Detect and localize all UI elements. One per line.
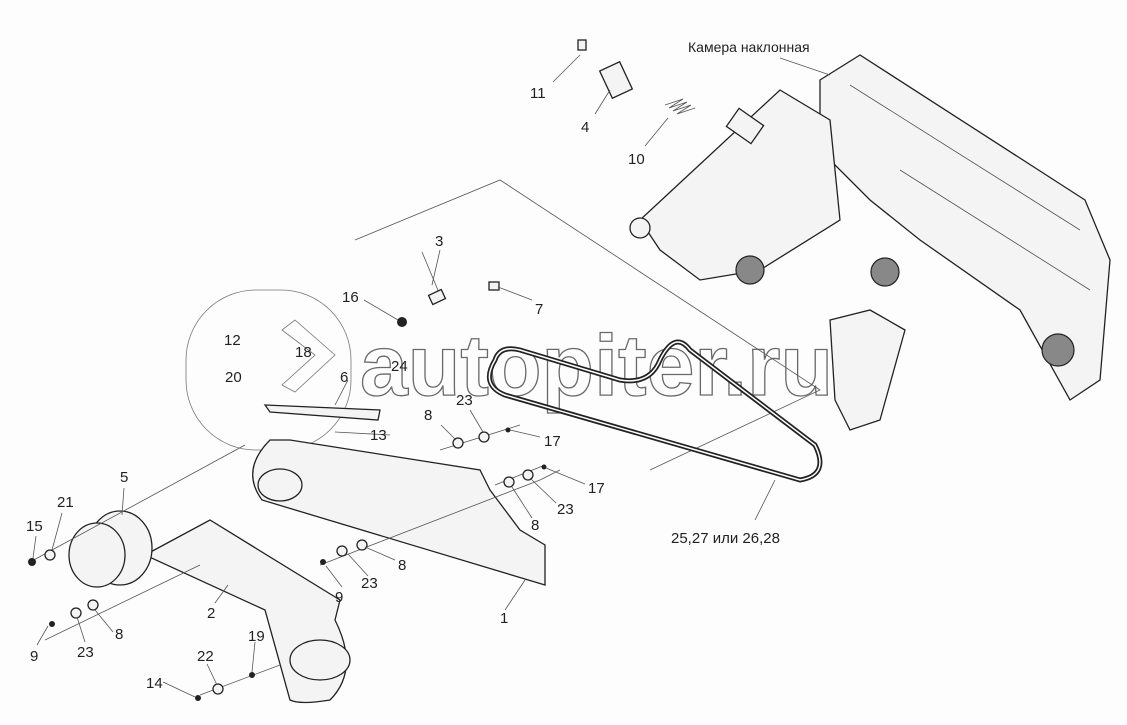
svg-text:autopiter.ru: autopiter.ru	[360, 318, 833, 414]
callout-21: 21	[57, 494, 74, 511]
callout-8d: 8	[115, 626, 123, 643]
callout-11: 11	[530, 85, 546, 102]
callout-belt: 25,27 или 26,28	[671, 530, 780, 547]
callout-23c: 23	[361, 575, 378, 592]
callout-labels: 11 4 10 3 16 7 12 18 24 20 6 8 23 17 13 …	[26, 85, 780, 692]
callout-3: 3	[435, 233, 443, 250]
callout-13: 13	[370, 427, 387, 444]
callout-10: 10	[628, 151, 645, 168]
upper-small-parts	[354, 39, 821, 471]
callout-23d: 23	[77, 644, 94, 661]
callout-14: 14	[146, 675, 163, 692]
callout-7: 7	[535, 301, 543, 318]
callout-1: 1	[500, 610, 508, 627]
callout-12: 12	[224, 332, 241, 349]
callout-6: 6	[340, 369, 348, 386]
callout-23b: 23	[557, 501, 574, 518]
fasteners	[28, 427, 547, 701]
callout-19: 19	[248, 628, 265, 645]
callout-4: 4	[581, 119, 589, 136]
leader-lines	[32, 54, 831, 698]
lower-plates	[29, 404, 561, 704]
callout-8b: 8	[531, 517, 539, 534]
callout-9: 9	[335, 589, 343, 606]
callout-8: 8	[424, 407, 432, 424]
callout-22: 22	[197, 648, 214, 665]
callout-20: 20	[225, 369, 242, 386]
callout-17b: 17	[588, 480, 605, 497]
callout-18: 18	[295, 344, 312, 361]
inclined-chamber-assembly	[629, 54, 1111, 431]
callout-17: 17	[544, 433, 561, 450]
callout-16: 16	[342, 289, 359, 306]
callout-24: 24	[391, 358, 408, 375]
callout-23: 23	[456, 392, 473, 409]
callout-9b: 9	[30, 648, 38, 665]
callout-5: 5	[120, 469, 128, 486]
watermark-logo: autopiter.ru	[185, 289, 834, 451]
callout-2: 2	[207, 605, 215, 622]
callout-8c: 8	[398, 557, 406, 574]
chamber-title-label: Камера наклонная	[688, 39, 810, 55]
callout-15: 15	[26, 518, 43, 535]
